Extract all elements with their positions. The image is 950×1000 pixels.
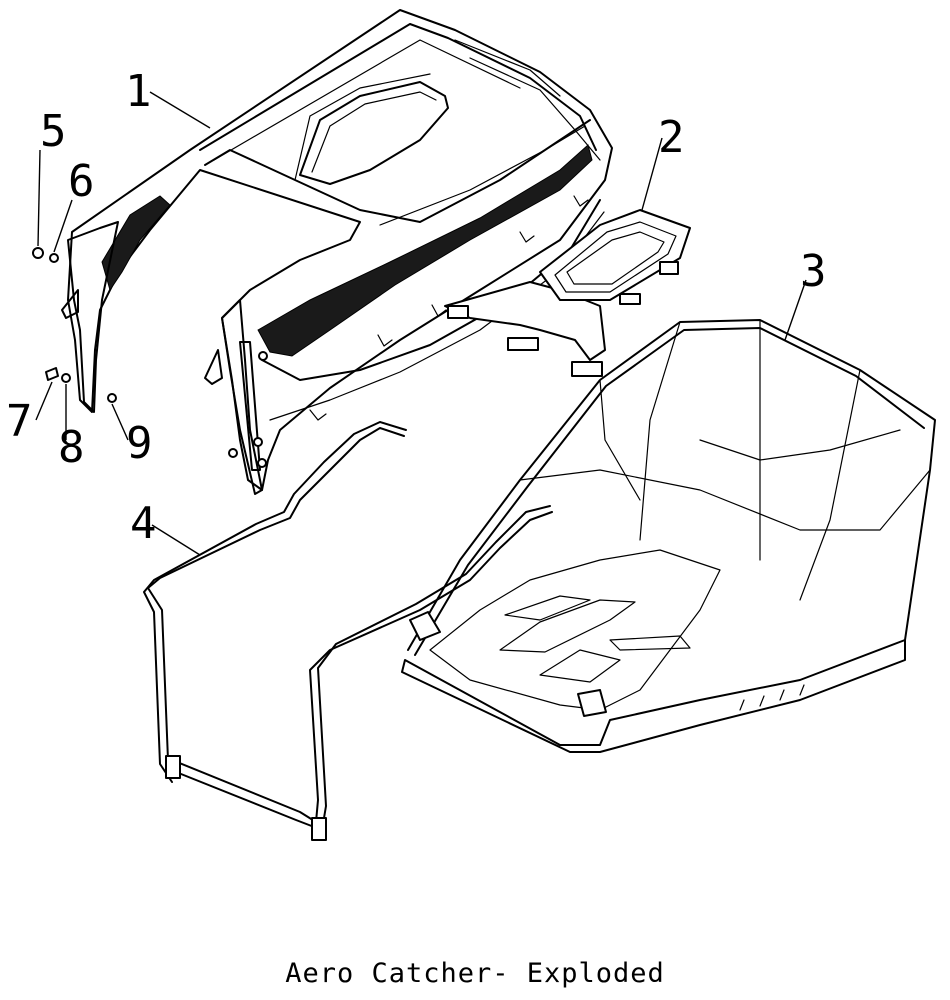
part-3-bag	[401, 319, 936, 753]
callout-9: 9	[126, 418, 153, 469]
part-2-flap	[444, 209, 691, 377]
callout-1: 1	[125, 66, 152, 117]
callout-8: 8	[58, 422, 85, 473]
part-1-cover	[61, 9, 613, 495]
callout-4: 4	[130, 498, 157, 549]
hardware-parts	[32, 247, 117, 403]
part-8-washer	[61, 373, 71, 383]
callout-3: 3	[800, 246, 827, 297]
leader-lines	[35, 91, 807, 556]
callout-5: 5	[40, 106, 67, 157]
part-5-screw	[32, 247, 44, 259]
part-7-bolt	[45, 367, 59, 381]
part-9-nut	[107, 393, 117, 403]
callout-2: 2	[658, 112, 685, 163]
callout-6: 6	[68, 156, 95, 207]
part-4-frame	[143, 421, 553, 841]
diagram-caption: Aero Catcher- Exploded	[285, 958, 665, 989]
callout-labels: 1 2 3 4 5 6 7 8 9	[6, 66, 827, 549]
part-6-washer	[49, 253, 59, 263]
callout-7: 7	[6, 396, 33, 447]
